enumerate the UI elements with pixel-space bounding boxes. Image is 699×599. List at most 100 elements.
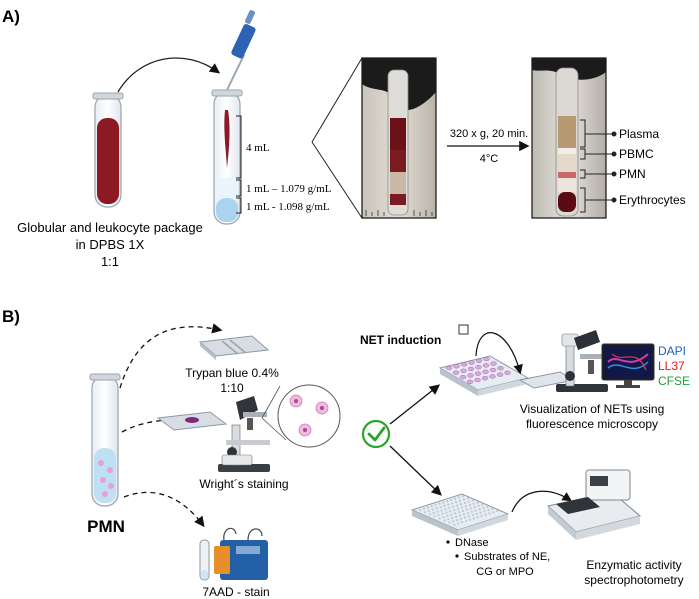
fluorescence-microscope-icon xyxy=(556,330,608,392)
coverslip-icon xyxy=(458,324,469,335)
bullet-substrates-cont: CG or MPO xyxy=(476,566,534,578)
well xyxy=(435,507,438,510)
bullet-substrates: Substrates of NE, xyxy=(464,551,550,563)
well xyxy=(450,513,453,516)
volume-1079: 1 mL – 1.079 g/mL xyxy=(246,183,332,195)
well xyxy=(450,498,453,502)
small-tube-icon xyxy=(199,539,210,581)
well xyxy=(427,509,430,512)
well xyxy=(446,500,449,503)
well xyxy=(458,499,462,502)
well xyxy=(472,502,475,505)
well xyxy=(451,516,454,520)
well xyxy=(477,504,480,507)
well xyxy=(442,501,445,504)
well xyxy=(467,515,470,518)
centrifuge-temperature: 4°C xyxy=(480,153,499,165)
well xyxy=(474,377,481,383)
well xyxy=(466,497,469,500)
well xyxy=(475,358,483,363)
well xyxy=(457,496,461,499)
pmn-label: PMN xyxy=(87,517,125,536)
bullet-dnase: DNase xyxy=(455,537,489,549)
well xyxy=(463,501,466,505)
stain-cfse: CFSE xyxy=(658,374,690,388)
well xyxy=(432,511,435,515)
well xyxy=(475,512,478,515)
layer-pointers xyxy=(585,131,617,203)
well xyxy=(438,517,441,520)
volume-1098: 1 mL - 1.098 g/mL xyxy=(246,201,330,213)
stain-ll37: LL37 xyxy=(658,359,685,373)
well xyxy=(490,361,497,366)
well xyxy=(439,506,442,509)
bullet-dot-2 xyxy=(455,554,459,558)
well xyxy=(483,356,490,362)
well xyxy=(452,370,460,375)
well xyxy=(464,505,467,508)
transfer-arrow xyxy=(117,57,221,93)
well xyxy=(462,498,465,501)
well xyxy=(459,375,467,380)
well xyxy=(467,373,474,378)
well xyxy=(483,510,486,513)
well xyxy=(482,506,485,510)
well xyxy=(436,510,439,513)
well xyxy=(469,507,472,510)
well xyxy=(459,503,463,506)
enzymatic-line-2: spectrophotometry xyxy=(584,573,683,587)
caption-line-1: Globular and leukocyte package xyxy=(17,220,203,235)
well xyxy=(480,514,483,518)
well xyxy=(438,502,441,505)
well xyxy=(471,499,474,502)
well xyxy=(444,508,447,511)
well xyxy=(461,495,464,498)
well xyxy=(453,523,456,526)
well xyxy=(491,507,494,510)
hemocytometer-slide-icon xyxy=(198,335,270,360)
well xyxy=(471,514,474,517)
well xyxy=(504,370,511,375)
layer-label-erythrocytes: Erythrocytes xyxy=(619,193,686,207)
well xyxy=(461,521,464,524)
well xyxy=(484,513,487,516)
well xyxy=(497,366,504,371)
trypan-ratio: 1:10 xyxy=(220,381,244,395)
well xyxy=(428,513,431,516)
well xyxy=(468,503,471,507)
plate-reader-icon xyxy=(546,469,642,540)
well xyxy=(422,507,425,510)
well xyxy=(474,509,477,512)
wells-96 xyxy=(418,495,499,526)
well xyxy=(481,503,484,506)
well xyxy=(454,512,457,515)
volume-4ml: 4 mL xyxy=(246,142,270,154)
well xyxy=(470,510,473,513)
well xyxy=(482,363,490,368)
wright-slide-icon xyxy=(156,411,228,431)
layer-label-pbmc: PBMC xyxy=(619,147,654,161)
dashed-arrow-trypan xyxy=(119,323,223,389)
well xyxy=(423,510,426,514)
well xyxy=(456,519,459,522)
well xyxy=(467,500,470,503)
check-icon xyxy=(361,419,391,449)
well xyxy=(466,511,469,515)
net-induction-label: NET induction xyxy=(360,333,441,347)
panel-a-label: A) xyxy=(2,7,20,26)
pmn-tube xyxy=(89,373,121,507)
well xyxy=(440,509,443,512)
volume-brackets xyxy=(236,115,242,214)
well xyxy=(447,503,450,506)
well xyxy=(473,506,476,509)
well xyxy=(426,506,429,509)
well xyxy=(418,508,422,512)
wright-label: Wright´s staining xyxy=(199,477,288,491)
well xyxy=(453,508,456,512)
well xyxy=(466,379,474,384)
centrifuge-conditions: 320 x g, 20 min. xyxy=(450,128,528,140)
well xyxy=(476,516,479,519)
photo-after-centrifuge xyxy=(531,57,607,219)
well xyxy=(488,512,491,515)
well xyxy=(476,501,479,504)
